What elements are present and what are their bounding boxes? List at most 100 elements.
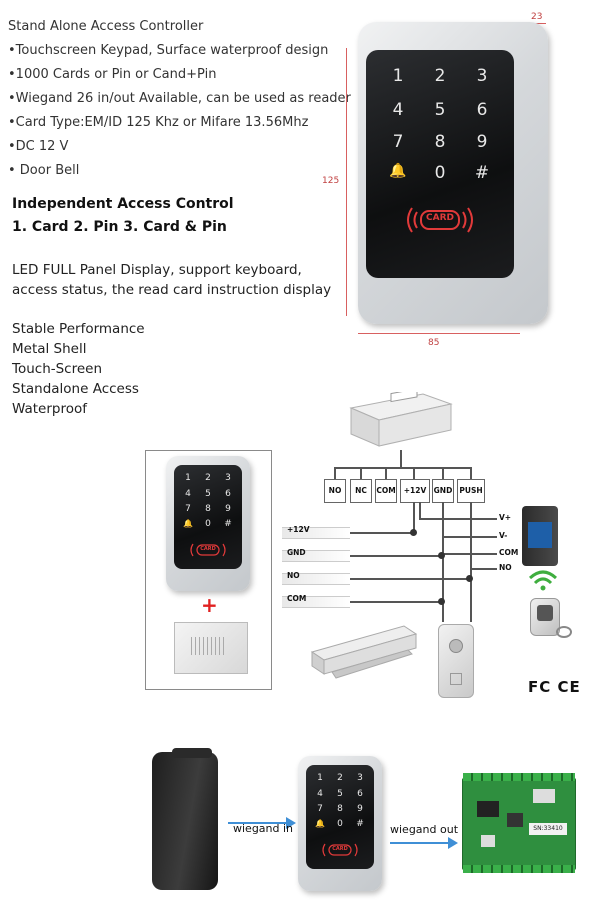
key-4: 4 [317,789,323,799]
touch-panel: 1 2 3 4 5 6 7 8 9 🔔 0 # CARD [366,50,514,278]
feature-item: Waterproof [12,401,88,417]
wire [419,502,421,518]
feature-item: Metal Shell [12,341,87,357]
junction-dot [438,552,445,559]
wire-label-12v: +12V [287,525,310,534]
key-5: 5 [205,489,211,499]
junction-dot [438,598,445,605]
feature-item: Stable Performance [12,321,145,337]
wire-tag [282,527,350,539]
wiegand-in-label: wiegand in [233,822,294,835]
door-bell [174,622,248,674]
rfid-wave-icon [190,543,226,557]
touch-panel: 1 2 3 4 5 6 7 8 9 🔔 0 # CARD [174,465,242,569]
independent-heading: Independent Access Control [12,196,234,212]
dimension-width: 85 [428,338,440,348]
junction-dot [410,529,417,536]
power-supply-unit [349,392,453,447]
key-1: 1 [185,473,191,483]
key-7: 7 [185,504,191,514]
spec-item: •1000 Cards or Pin or Cand+Pin [8,67,217,82]
bell-icon: 🔔 [389,163,407,179]
key-hash: # [224,519,232,529]
magnetic-lock [310,625,418,679]
wiegand-out-arrow [390,842,452,844]
wire [470,467,472,479]
feature-item: Standalone Access [12,381,139,397]
key-0: 0 [337,819,343,829]
key-7: 7 [317,804,323,814]
key-3: 3 [357,773,363,783]
receiver-label-vplus: V+ [499,513,512,522]
wire [470,568,497,570]
arrow-head [448,837,458,849]
rfid-wave-icon [322,843,358,857]
receiver-label-vminus: V- [499,531,508,540]
terminal-gnd: GND [432,479,454,503]
exit-button [438,624,474,698]
key-1: 1 [317,773,323,783]
touch-panel: 1 2 3 4 5 6 7 8 9 🔔 0 # CARD [306,765,374,869]
wire [350,578,470,580]
led-description-line1: LED FULL Panel Display, support keyboard… [12,262,302,278]
key-4: 4 [185,489,191,499]
controller-frame [145,450,272,690]
speaker-grille [191,637,225,655]
wiegand-in-arrow [228,822,290,824]
wire [413,467,415,479]
dimension-line [346,48,347,316]
bell-icon: 🔔 [183,519,193,528]
card-reader [152,748,218,890]
wire [442,467,444,479]
wire [442,553,497,555]
key-7: 7 [392,132,404,152]
junction-dot [466,575,473,582]
access-control-board: SN:33410 [462,773,576,873]
key-0: 0 [205,519,211,529]
terminal-push: PUSH [457,479,485,503]
key-1: 1 [392,66,404,86]
button-icon [449,639,463,653]
remote-buttons [537,605,553,621]
wire [385,467,387,479]
key-2: 2 [337,773,343,783]
feature-item: Touch-Screen [12,361,103,377]
wireless-receiver [522,506,558,566]
card-label: CARD [200,546,216,552]
relay [533,789,555,803]
keypad-device-small: 1 2 3 4 5 6 7 8 9 🔔 0 # CARD [166,456,250,591]
key-ring [556,626,572,638]
certification-marks: FC CE [528,678,581,696]
wire [442,536,497,538]
spec-item: •DC 12 V [8,139,69,154]
wire [470,502,472,622]
key-9: 9 [225,504,231,514]
bell-icon: 🔔 [315,819,325,828]
hand-icon [450,673,462,685]
terminal-12v: +12V [400,479,430,503]
wire [442,502,444,622]
wire [413,502,415,532]
key-6: 6 [225,489,231,499]
wire-tag [282,573,350,585]
card-label: CARD [332,846,348,852]
wire [419,518,497,520]
chip [477,801,499,817]
rfid-wave-icon [407,207,473,233]
bus-wire [334,467,470,469]
wiegand-out-label: wiegand out [390,823,459,836]
serial-number-label: SN:33410 [529,823,567,835]
plus-sign: + [201,593,218,617]
key-8: 8 [205,504,211,514]
card-label: CARD [426,213,454,223]
terminal-strip [463,865,575,873]
wire [400,450,402,467]
wire-tag [282,550,350,562]
spec-title: Stand Alone Access Controller [8,19,204,34]
wireless-signal-icon [528,570,558,591]
dimension-line [358,333,520,334]
key-0: 0 [434,163,446,183]
key-9: 9 [476,132,488,152]
wire [350,555,442,557]
dimension-depth: 23 [531,12,543,22]
